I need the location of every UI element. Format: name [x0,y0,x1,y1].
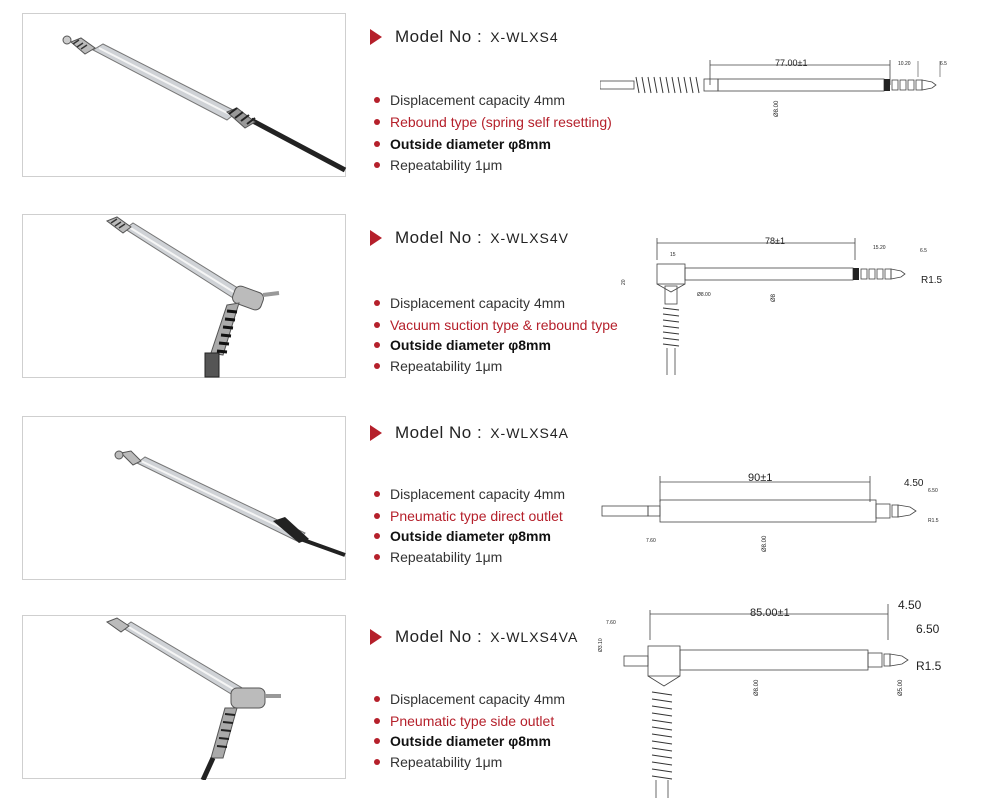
triangle-bullet-icon [370,629,382,645]
product-photo-4 [22,615,346,780]
triangle-bullet-icon [370,425,382,441]
model-title-2: Model No : X-WLXS4V [370,226,569,250]
dim-dia2: Ø5.00 [898,679,904,696]
dim-radius: R1.5 [916,659,942,673]
product-photo-2 [22,214,346,378]
dim-dia: Ø8.00 [762,535,768,552]
dim-radius: R1.5 [921,275,943,286]
spec-displacement: Displacement capacity 4mm [374,293,565,313]
dim-e: 7.60 [646,538,656,544]
spec-repeatability: Repeatability 1μm [374,752,502,772]
model-label: Model No : [395,228,483,247]
spec-type: Pneumatic type side outlet [374,711,554,731]
spec-repeatability: Repeatability 1μm [374,155,502,175]
spec-type: Rebound type (spring self resetting) [374,112,612,132]
probe-straight-image [62,35,347,173]
model-number: X-WLXS4VA [490,629,579,645]
spec-diameter: Outside diameter φ8mm [374,731,551,751]
technical-drawing-4: 85.00±1 4.50 6.50 7.60 Ø3.10 R1.5 Ø8.00 … [598,600,942,798]
dim-dia: Ø8.00 [774,100,780,117]
model-label: Model No : [395,423,483,442]
product-section-4: Model No : X-WLXS4VA Displacement capaci… [0,600,988,800]
bullet-dot-icon [374,300,380,306]
probe-right-angle-image [105,216,280,378]
probe-side-outlet-image [105,617,281,780]
dim-dia: Ø8.00 [697,292,711,298]
dim-dia: Ø8.00 [754,679,760,696]
dim-a: 15.20 [873,245,886,251]
technical-drawing-2: 78±1 15.20 6.5 15 20 R1.5 Ø8.00 Ø8 [621,236,943,375]
bullet-dot-icon [374,696,380,702]
product-photo-3 [22,416,346,580]
model-title-1: Model No : X-WLXS4 [370,25,559,49]
dim-b: 6.50 [916,622,940,636]
product-section-2: Model No : X-WLXS4V Displacement capacit… [0,200,988,400]
bullet-dot-icon [374,363,380,369]
bullet-dot-icon [374,718,380,724]
dim-length: 77.00±1 [775,58,807,68]
dim-b: 6.50 [928,488,938,494]
bullet-dot-icon [374,759,380,765]
bullet-dot-icon [374,97,380,103]
model-number: X-WLXS4V [490,230,570,246]
technical-drawing-3: 90±1 4.50 6.50 R1.5 7.60 Ø8.00 [601,472,939,552]
bullet-dot-icon [374,738,380,744]
spec-diameter: Outside diameter φ8mm [374,526,551,546]
bullet-dot-icon [374,513,380,519]
dim-length: 90±1 [748,472,772,484]
bullet-dot-icon [374,322,380,328]
product-photo-1 [22,13,347,177]
spec-diameter: Outside diameter φ8mm [374,134,551,154]
dim-radius: R1.5 [928,518,939,524]
model-number: X-WLXS4 [490,29,559,45]
bullet-dot-icon [374,141,380,147]
spec-repeatability: Repeatability 1μm [374,356,502,376]
model-title-4: Model No : X-WLXS4VA [370,625,578,649]
model-label: Model No : [395,627,483,646]
spec-displacement: Displacement capacity 4mm [374,484,565,504]
triangle-bullet-icon [370,230,382,246]
spec-repeatability: Repeatability 1μm [374,547,502,567]
dim-length: 78±1 [765,236,785,246]
bullet-dot-icon [374,554,380,560]
probe-pneumatic-image [114,450,346,557]
spec-type: Pneumatic type direct outlet [374,506,563,526]
dim-e: 7.60 [606,620,616,626]
triangle-bullet-icon [370,29,382,45]
model-number: X-WLXS4A [490,425,570,441]
product-section-3: Model No : X-WLXS4A Displacement capacit… [0,400,988,600]
bullet-dot-icon [374,162,380,168]
dim-f: Ø3.10 [598,638,604,652]
model-label: Model No : [395,27,483,46]
dim-dia2: Ø8 [771,293,777,302]
technical-drawing-1: 77.00±1 10.20 6.5 Ø8.00 [600,58,947,117]
dim-a: 10.20 [898,61,911,67]
dim-length: 85.00±1 [750,607,790,619]
product-section-1: Model No : X-WLXS4 Displacement capacity… [0,0,988,200]
spec-displacement: Displacement capacity 4mm [374,689,565,709]
model-title-3: Model No : X-WLXS4A [370,421,569,445]
bullet-dot-icon [374,533,380,539]
bullet-dot-icon [374,491,380,497]
spec-type: Vacuum suction type & rebound type [374,315,618,335]
dim-d: 20 [621,279,627,285]
dim-b: 6.5 [940,61,947,67]
spec-displacement: Displacement capacity 4mm [374,90,565,110]
bullet-dot-icon [374,342,380,348]
dim-a: 4.50 [898,600,922,612]
dim-c: 15 [670,252,676,258]
dim-a: 4.50 [904,478,924,489]
bullet-dot-icon [374,119,380,125]
spec-diameter: Outside diameter φ8mm [374,335,551,355]
dim-b: 6.5 [920,248,927,254]
